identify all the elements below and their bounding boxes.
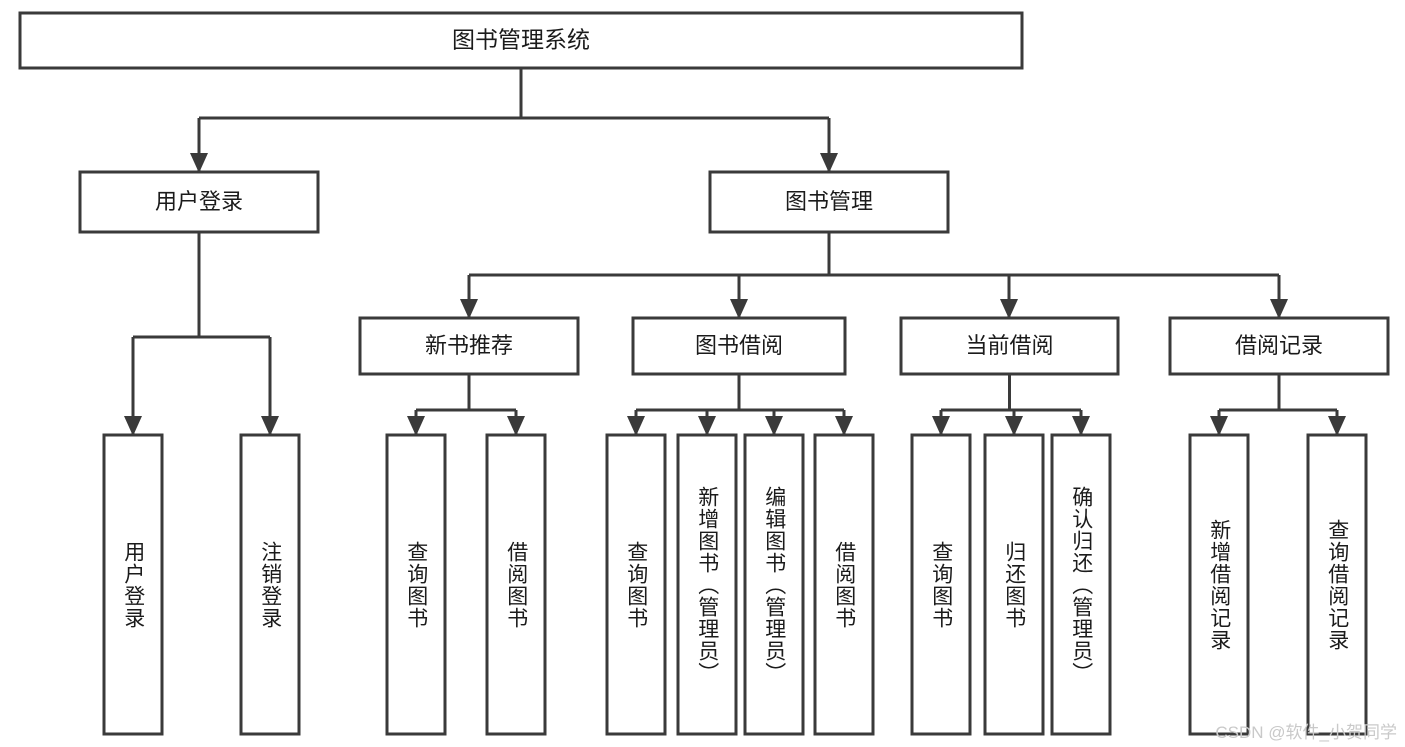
arrow-head-icon bbox=[820, 153, 838, 173]
arrow-head-icon bbox=[1005, 416, 1023, 436]
node-new-book-rec[interactable] bbox=[358, 316, 580, 376]
node-label-book-borrow: 图书借阅 bbox=[695, 333, 783, 358]
node-box-user-login[interactable] bbox=[78, 170, 320, 234]
arrow-head-icon bbox=[1328, 416, 1346, 436]
node-box-leaf-query-book-rec[interactable] bbox=[385, 433, 447, 736]
node-box-leaf-confirm-return-admin[interactable] bbox=[1050, 433, 1112, 736]
arrow-head-icon bbox=[1210, 416, 1228, 436]
node-box-leaf-edit-book-admin[interactable] bbox=[743, 433, 805, 736]
node-box-leaf-query-book-current[interactable] bbox=[910, 433, 972, 736]
arrow-head-icon bbox=[730, 299, 748, 319]
arrow-head-icon bbox=[698, 416, 716, 436]
node-book-manage[interactable] bbox=[708, 170, 950, 234]
node-box-leaf-user-login[interactable] bbox=[102, 433, 164, 736]
arrow-head-icon bbox=[124, 416, 142, 436]
node-box-leaf-query-borrow-record[interactable] bbox=[1306, 433, 1368, 736]
node-current-borrow[interactable] bbox=[899, 316, 1120, 376]
node-label-book-manage: 图书管理 bbox=[785, 189, 873, 214]
node-label-current-borrow: 当前借阅 bbox=[965, 333, 1053, 358]
arrow-head-icon bbox=[190, 153, 208, 173]
arrow-head-icon bbox=[627, 416, 645, 436]
arrow-head-icon bbox=[507, 416, 525, 436]
node-label-borrow-record: 借阅记录 bbox=[1235, 333, 1323, 358]
arrow-head-icon bbox=[1072, 416, 1090, 436]
csdn-watermark: CSDN @软件_小贺同学 bbox=[1215, 723, 1397, 742]
node-book-borrow[interactable] bbox=[631, 316, 847, 376]
node-leaf-return-book[interactable] bbox=[983, 433, 1045, 736]
node-box-book-manage[interactable] bbox=[708, 170, 950, 234]
node-leaf-user-login[interactable] bbox=[102, 433, 164, 736]
node-box-borrow-record[interactable] bbox=[1168, 316, 1390, 376]
node-box-leaf-user-logout[interactable] bbox=[239, 433, 301, 736]
node-root[interactable] bbox=[18, 11, 1024, 70]
node-box-new-book-rec[interactable] bbox=[358, 316, 580, 376]
node-leaf-query-book-rec[interactable] bbox=[385, 433, 447, 736]
node-box-leaf-add-book-admin[interactable] bbox=[676, 433, 738, 736]
node-leaf-query-borrow-record[interactable] bbox=[1306, 433, 1368, 736]
node-leaf-add-book-admin[interactable] bbox=[676, 433, 738, 736]
node-leaf-edit-book-admin[interactable] bbox=[743, 433, 805, 736]
node-box-leaf-borrow-book[interactable] bbox=[813, 433, 875, 736]
connectors-layer bbox=[124, 68, 1346, 436]
node-label-user-login: 用户登录 bbox=[155, 189, 243, 214]
node-leaf-query-book-current[interactable] bbox=[910, 433, 972, 736]
node-leaf-borrow-book-rec[interactable] bbox=[485, 433, 547, 736]
arrow-head-icon bbox=[765, 416, 783, 436]
node-leaf-add-borrow-record[interactable] bbox=[1188, 433, 1250, 736]
node-label-root: 图书管理系统 bbox=[452, 27, 590, 53]
arrow-head-icon bbox=[407, 416, 425, 436]
node-leaf-borrow-book[interactable] bbox=[813, 433, 875, 736]
arrow-head-icon bbox=[1000, 299, 1018, 319]
node-box-book-borrow[interactable] bbox=[631, 316, 847, 376]
arrow-head-icon bbox=[932, 416, 950, 436]
node-leaf-confirm-return-admin[interactable] bbox=[1050, 433, 1112, 736]
arrow-head-icon bbox=[261, 416, 279, 436]
node-box-leaf-borrow-book-rec[interactable] bbox=[485, 433, 547, 736]
arrow-head-icon bbox=[460, 299, 478, 319]
node-box-root[interactable] bbox=[18, 11, 1024, 70]
node-user-login[interactable] bbox=[78, 170, 320, 234]
node-box-leaf-query-book-borrow[interactable] bbox=[605, 433, 667, 736]
arrow-head-icon bbox=[835, 416, 853, 436]
node-borrow-record[interactable] bbox=[1168, 316, 1390, 376]
node-box-leaf-return-book[interactable] bbox=[983, 433, 1045, 736]
node-leaf-user-logout[interactable] bbox=[239, 433, 301, 736]
node-box-leaf-add-borrow-record[interactable] bbox=[1188, 433, 1250, 736]
node-leaf-query-book-borrow[interactable] bbox=[605, 433, 667, 736]
node-box-current-borrow[interactable] bbox=[899, 316, 1120, 376]
arrow-head-icon bbox=[1270, 299, 1288, 319]
boxes-layer bbox=[18, 11, 1390, 736]
node-label-new-book-rec: 新书推荐 bbox=[425, 333, 513, 358]
